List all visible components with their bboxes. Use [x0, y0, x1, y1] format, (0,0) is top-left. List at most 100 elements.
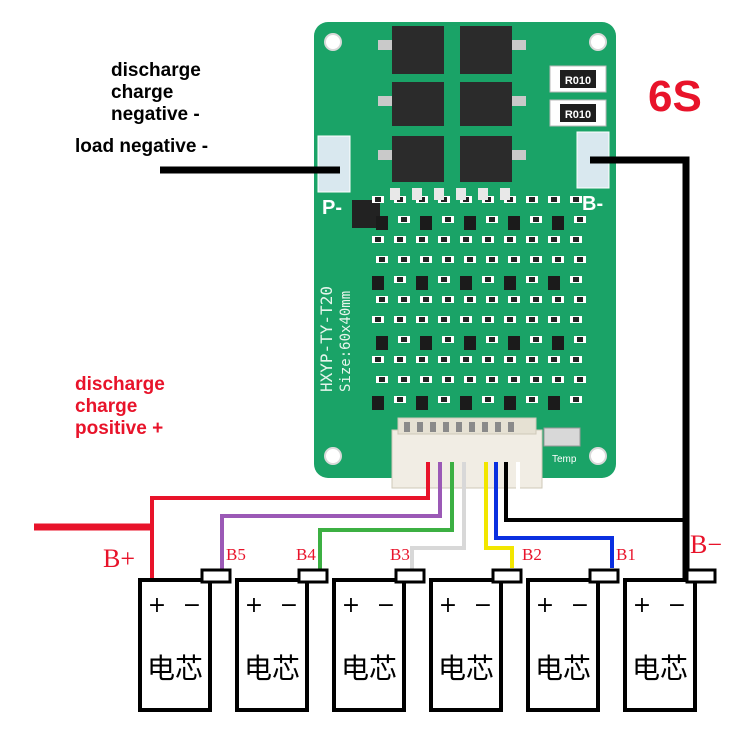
smd-body — [551, 357, 557, 362]
smd-body — [529, 237, 535, 242]
cell-minus-mark: − — [571, 593, 589, 618]
smd-ic — [420, 216, 432, 230]
smd-body — [445, 297, 451, 302]
connector-pin — [443, 422, 449, 432]
b-minus-wire — [590, 156, 690, 580]
cell-body — [235, 578, 309, 712]
smd-ic — [508, 216, 520, 230]
smd-part — [412, 188, 422, 200]
smd-body — [485, 397, 491, 402]
smd-body — [573, 357, 579, 362]
discharge-negative-label-line2: charge — [111, 82, 174, 103]
cell-terminal — [394, 568, 426, 584]
smd-ic — [376, 216, 388, 230]
b-minus-label: B− — [690, 530, 722, 559]
b2-tap-wire — [484, 462, 514, 568]
smd-body — [397, 397, 403, 402]
balance-tap-label: B3 — [390, 545, 410, 564]
cell-label: 电芯 — [147, 652, 203, 685]
smd-body — [577, 217, 583, 222]
smd-ic — [464, 336, 476, 350]
cell-plus-mark: + — [633, 593, 651, 618]
smd-body — [533, 297, 539, 302]
discharge-positive-label-line1: discharge — [75, 374, 165, 395]
cell-terminal — [297, 568, 329, 584]
smd-body — [441, 237, 447, 242]
cell-plus-mark: + — [245, 593, 263, 618]
smd-body — [485, 237, 491, 242]
cell-count-title: 6S — [648, 72, 702, 121]
smd-body — [489, 217, 495, 222]
cell-minus-mark: − — [377, 593, 395, 618]
smd-body — [555, 297, 561, 302]
smd-body — [573, 397, 579, 402]
smd-body — [397, 277, 403, 282]
smd-body — [401, 337, 407, 342]
smd-ic — [460, 396, 472, 410]
cell-label: 电芯 — [438, 652, 494, 685]
temp-silkscreen: Temp — [552, 454, 577, 465]
cell-body — [138, 578, 212, 712]
wires — [34, 156, 690, 580]
smd-body — [577, 337, 583, 342]
b-minus-silkscreen: B- — [582, 193, 603, 215]
connector-pin — [430, 422, 436, 432]
smd-body — [467, 257, 473, 262]
shunt-resistors: R010 R010 — [549, 65, 607, 127]
smd-ic — [508, 336, 520, 350]
smd-body — [555, 257, 561, 262]
cell-label: 电芯 — [244, 652, 300, 685]
battery-cell: +−电芯 — [138, 568, 232, 712]
smd-body — [467, 297, 473, 302]
connector-pin — [508, 422, 514, 432]
cell-body — [526, 578, 600, 712]
cell-body — [623, 578, 697, 712]
smd-ic — [552, 216, 564, 230]
smd-body — [423, 377, 429, 382]
smd-ic — [548, 276, 560, 290]
smd-body — [573, 277, 579, 282]
mosfet-array — [378, 26, 526, 182]
protection-ic — [352, 200, 380, 228]
b4-tap-wire — [318, 462, 454, 570]
cell-terminal — [491, 568, 523, 584]
battery-cell: +−电芯 — [623, 568, 717, 712]
battery-cell: +−电芯 — [429, 568, 523, 712]
balance-tap-label: B5 — [226, 545, 246, 564]
smd-body — [423, 257, 429, 262]
resistor-code: R010 — [565, 75, 591, 87]
board-model-silkscreen: HXYP-TY-T20 — [317, 286, 336, 392]
discharge-negative-label-line1: discharge — [111, 60, 201, 81]
smd-body — [489, 257, 495, 262]
connector-pin — [456, 422, 462, 432]
smd-body — [375, 357, 381, 362]
smd-body — [467, 377, 473, 382]
smd-body — [533, 217, 539, 222]
smd-body — [511, 257, 517, 262]
smd-part — [390, 188, 400, 200]
cell-terminal — [588, 568, 620, 584]
smd-part — [456, 188, 466, 200]
cell-plus-mark: + — [342, 593, 360, 618]
cell-body — [429, 578, 503, 712]
discharge-positive-label-line2: charge — [75, 396, 138, 417]
smd-body — [463, 317, 469, 322]
balance-tap-label: B1 — [616, 545, 636, 564]
smd-ic — [504, 396, 516, 410]
connector-pin — [404, 422, 410, 432]
cell-minus-mark: − — [280, 593, 298, 618]
smd-body — [529, 197, 535, 202]
battery-cell: +−电芯 — [526, 568, 620, 712]
smd-body — [511, 297, 517, 302]
smd-body — [511, 377, 517, 382]
smd-body — [485, 317, 491, 322]
component-field — [372, 188, 586, 410]
smd-body — [485, 357, 491, 362]
smd-body — [577, 377, 583, 382]
b5-tap-wire — [220, 462, 442, 570]
smd-ic — [464, 216, 476, 230]
cell-label: 电芯 — [341, 652, 397, 685]
cell-body — [332, 578, 406, 712]
cell-label: 电芯 — [535, 652, 591, 685]
smd-body — [573, 237, 579, 242]
